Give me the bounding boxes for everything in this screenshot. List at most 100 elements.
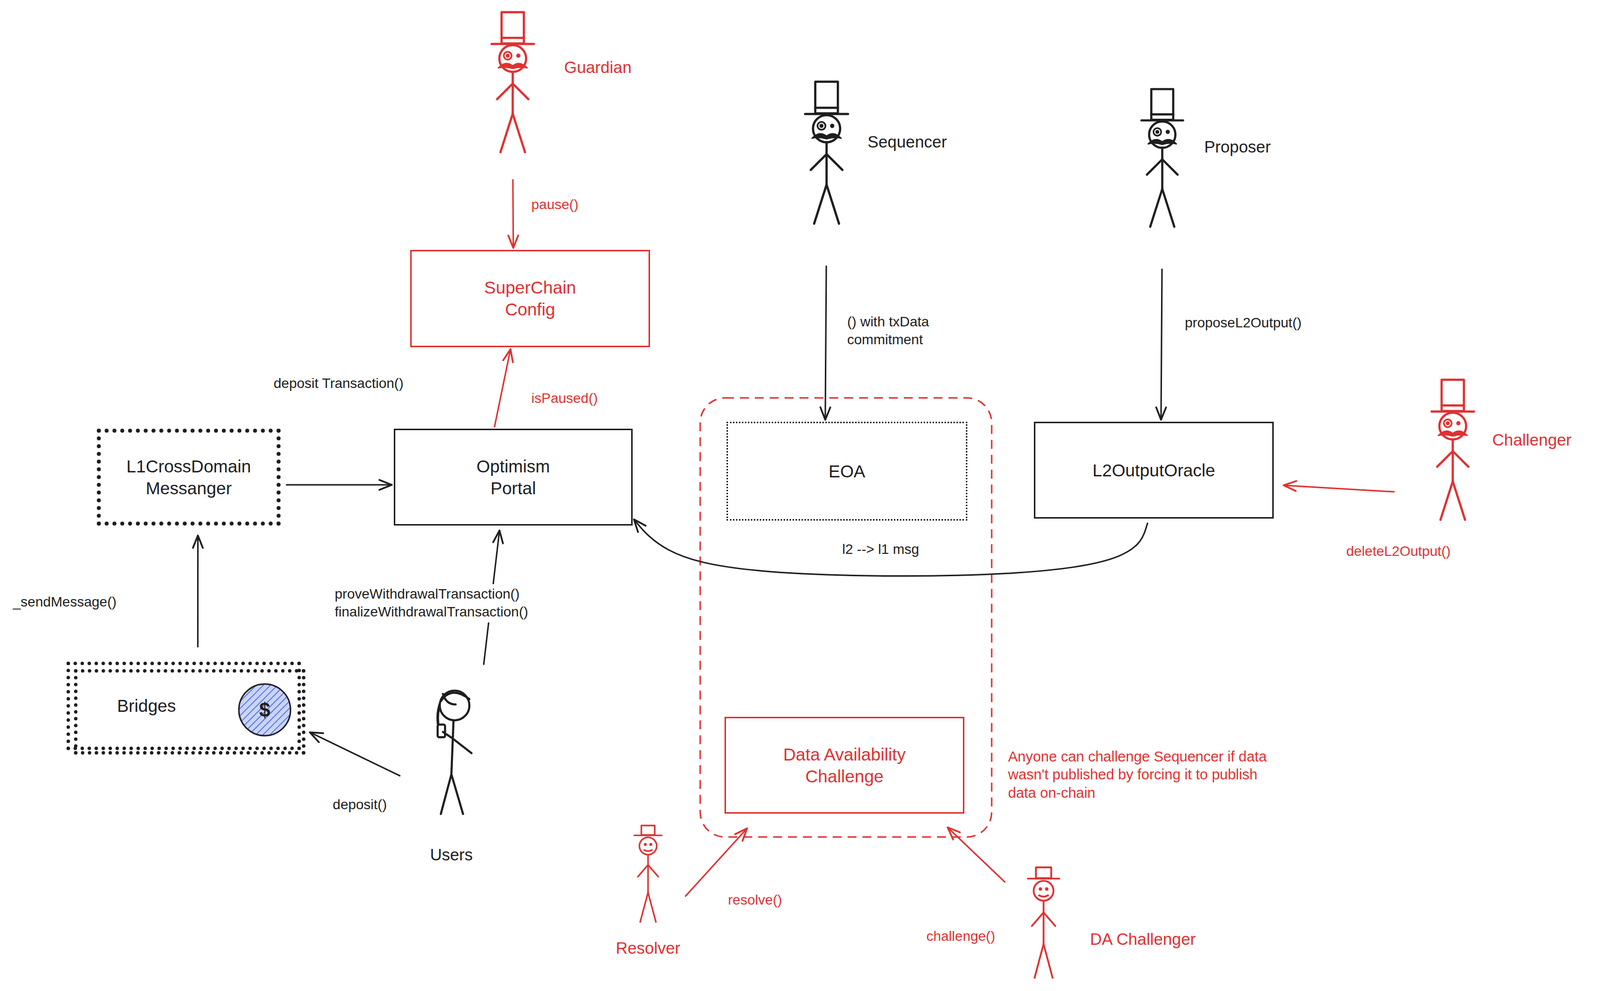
stick-figure xyxy=(1423,377,1482,523)
figure-part xyxy=(1451,439,1454,482)
figure-part xyxy=(500,113,513,152)
figure-part xyxy=(1437,450,1453,467)
figure-part xyxy=(442,731,453,739)
config-box: SuperChain Config xyxy=(410,249,651,348)
figure-part xyxy=(1162,159,1178,175)
coin-label: $ xyxy=(259,697,271,723)
actor-figure: Guardian xyxy=(484,9,541,155)
figure-part xyxy=(804,81,849,224)
actor-figure: Sequencer xyxy=(796,79,858,227)
stick-figure xyxy=(1132,86,1192,230)
annotation-note: Anyone can challenge Sequencer if data w… xyxy=(1008,747,1277,802)
stick-figure xyxy=(1015,862,1072,980)
connector-arrow xyxy=(1161,269,1163,420)
edge-label: resolve() xyxy=(725,889,786,910)
figure-part xyxy=(1045,887,1048,890)
figure-part xyxy=(644,843,647,846)
contract-box: L1CrossDomain Messanger xyxy=(96,428,281,526)
connector-arrow xyxy=(685,828,747,896)
figure-part xyxy=(815,81,839,114)
figure-part xyxy=(437,690,472,814)
stick-figure xyxy=(617,821,679,924)
actor-name: Sequencer xyxy=(867,131,947,152)
connector-arrow xyxy=(825,266,827,420)
figure-part xyxy=(511,72,514,114)
box-label: Optimism Portal xyxy=(456,455,571,500)
actor-figure: Challenger xyxy=(1423,377,1482,523)
contract-box: L2OutputOracle xyxy=(1033,421,1274,519)
edge-label: _sendMessage() xyxy=(9,591,120,612)
figure-part xyxy=(501,36,524,39)
figure-part xyxy=(512,83,529,99)
box-label: Data Availability Challenge xyxy=(760,743,930,788)
figure-part xyxy=(1441,404,1464,407)
figure-part xyxy=(1038,894,1048,897)
edge-label: pause() xyxy=(528,194,582,215)
edge-label: challenge() xyxy=(923,926,999,946)
connector-arrow xyxy=(634,518,1148,576)
figure-part xyxy=(517,54,520,57)
figure-part xyxy=(504,51,512,60)
figure-part xyxy=(641,825,655,835)
actor-figure: Users xyxy=(413,678,490,817)
edge-label: l2 --> l1 msg xyxy=(839,539,923,560)
figure-part xyxy=(1027,867,1060,978)
stick-figure xyxy=(413,678,490,817)
figure-part xyxy=(1444,419,1453,428)
figure-part xyxy=(451,774,463,814)
figure-part xyxy=(1148,139,1177,145)
figure-part xyxy=(1027,877,1060,880)
edge-label: deposit Transaction() xyxy=(270,373,416,394)
edge-label: () with txData commitment xyxy=(844,311,980,351)
figure-part xyxy=(1162,188,1175,227)
figure-part xyxy=(1043,912,1056,926)
figure-part xyxy=(640,892,649,922)
figure-part xyxy=(639,837,657,855)
box-label: L1CrossDomain Messanger xyxy=(114,455,264,500)
figure-part xyxy=(634,834,662,836)
connector-arrow xyxy=(1283,485,1394,492)
figure-part xyxy=(647,854,649,893)
figure-part xyxy=(1440,481,1454,520)
figure-part xyxy=(451,720,454,775)
box-label: L2OutputOracle xyxy=(1092,459,1216,482)
figure-part xyxy=(498,63,527,69)
connector-arrow xyxy=(511,179,514,248)
actor-figure: Resolver xyxy=(617,821,679,924)
figure-part xyxy=(815,106,839,110)
edge-label: deleteL2Output() xyxy=(1343,541,1454,562)
figure-part xyxy=(644,849,653,851)
edge-label: deposit() xyxy=(329,794,390,815)
actor-name: Challenger xyxy=(1492,429,1572,450)
figure-part xyxy=(491,11,534,152)
figure-part xyxy=(442,693,456,705)
figure-part xyxy=(1043,943,1053,978)
figure-part xyxy=(826,184,840,224)
figure-part xyxy=(648,892,656,922)
figure-part xyxy=(1034,943,1044,978)
connector-arrow xyxy=(309,731,400,776)
figure-part xyxy=(507,54,509,57)
figure-part xyxy=(1151,88,1173,120)
figure-part xyxy=(439,690,470,721)
figure-part xyxy=(1147,159,1163,175)
figure-part xyxy=(1438,431,1467,437)
figure-part xyxy=(1031,912,1044,926)
stick-figure xyxy=(484,9,541,155)
actor-name: Users xyxy=(430,844,473,865)
figure-part xyxy=(825,142,828,185)
actor-name: Guardian xyxy=(564,57,632,78)
actor-name: Resolver xyxy=(615,937,681,958)
challenge-box: Data Availability Challenge xyxy=(724,716,965,814)
figure-part xyxy=(497,83,513,99)
figure-part xyxy=(512,113,526,152)
figure-part xyxy=(811,133,842,139)
figure-part xyxy=(437,724,445,738)
figure-part xyxy=(650,843,652,846)
actor-name: DA Challenger xyxy=(1090,928,1196,949)
figure-part xyxy=(813,184,827,224)
figure-part xyxy=(1441,379,1464,411)
figure-part xyxy=(637,864,649,877)
figure-part xyxy=(817,121,826,130)
